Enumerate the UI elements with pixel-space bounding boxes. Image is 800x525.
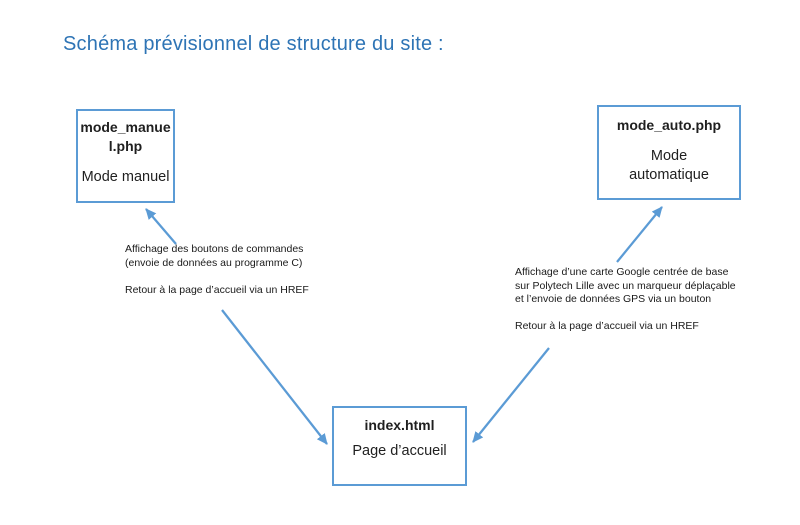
node-mode-auto-label: Mode automatique bbox=[629, 148, 709, 183]
node-index: index.html Page d’accueil bbox=[332, 406, 467, 486]
node-mode-manuel: mode_manuel.php Mode manuel bbox=[76, 109, 175, 203]
node-mode-auto-filename: mode_auto.php bbox=[616, 117, 722, 133]
annotation-mode-auto: Affichage d’une carte Google centrée de … bbox=[515, 266, 736, 332]
arrow-left-to-index bbox=[221, 309, 328, 445]
node-index-label: Page d’accueil bbox=[352, 443, 447, 459]
arrow-to-mode-manuel bbox=[145, 208, 177, 245]
node-mode-auto: mode_auto.php Mode automatique bbox=[597, 105, 741, 200]
annotation-mode-manuel: Affichage des boutons de commandes (envo… bbox=[125, 243, 309, 296]
node-mode-manuel-filename: mode_manuel.php bbox=[80, 119, 171, 154]
node-mode-manuel-label: Mode manuel bbox=[81, 169, 170, 185]
node-index-filename: index.html bbox=[364, 417, 435, 433]
arrow-to-mode-auto bbox=[616, 206, 663, 263]
page-title: Schéma prévisionnel de structure du site… bbox=[63, 33, 444, 55]
arrow-right-to-index bbox=[472, 347, 550, 443]
